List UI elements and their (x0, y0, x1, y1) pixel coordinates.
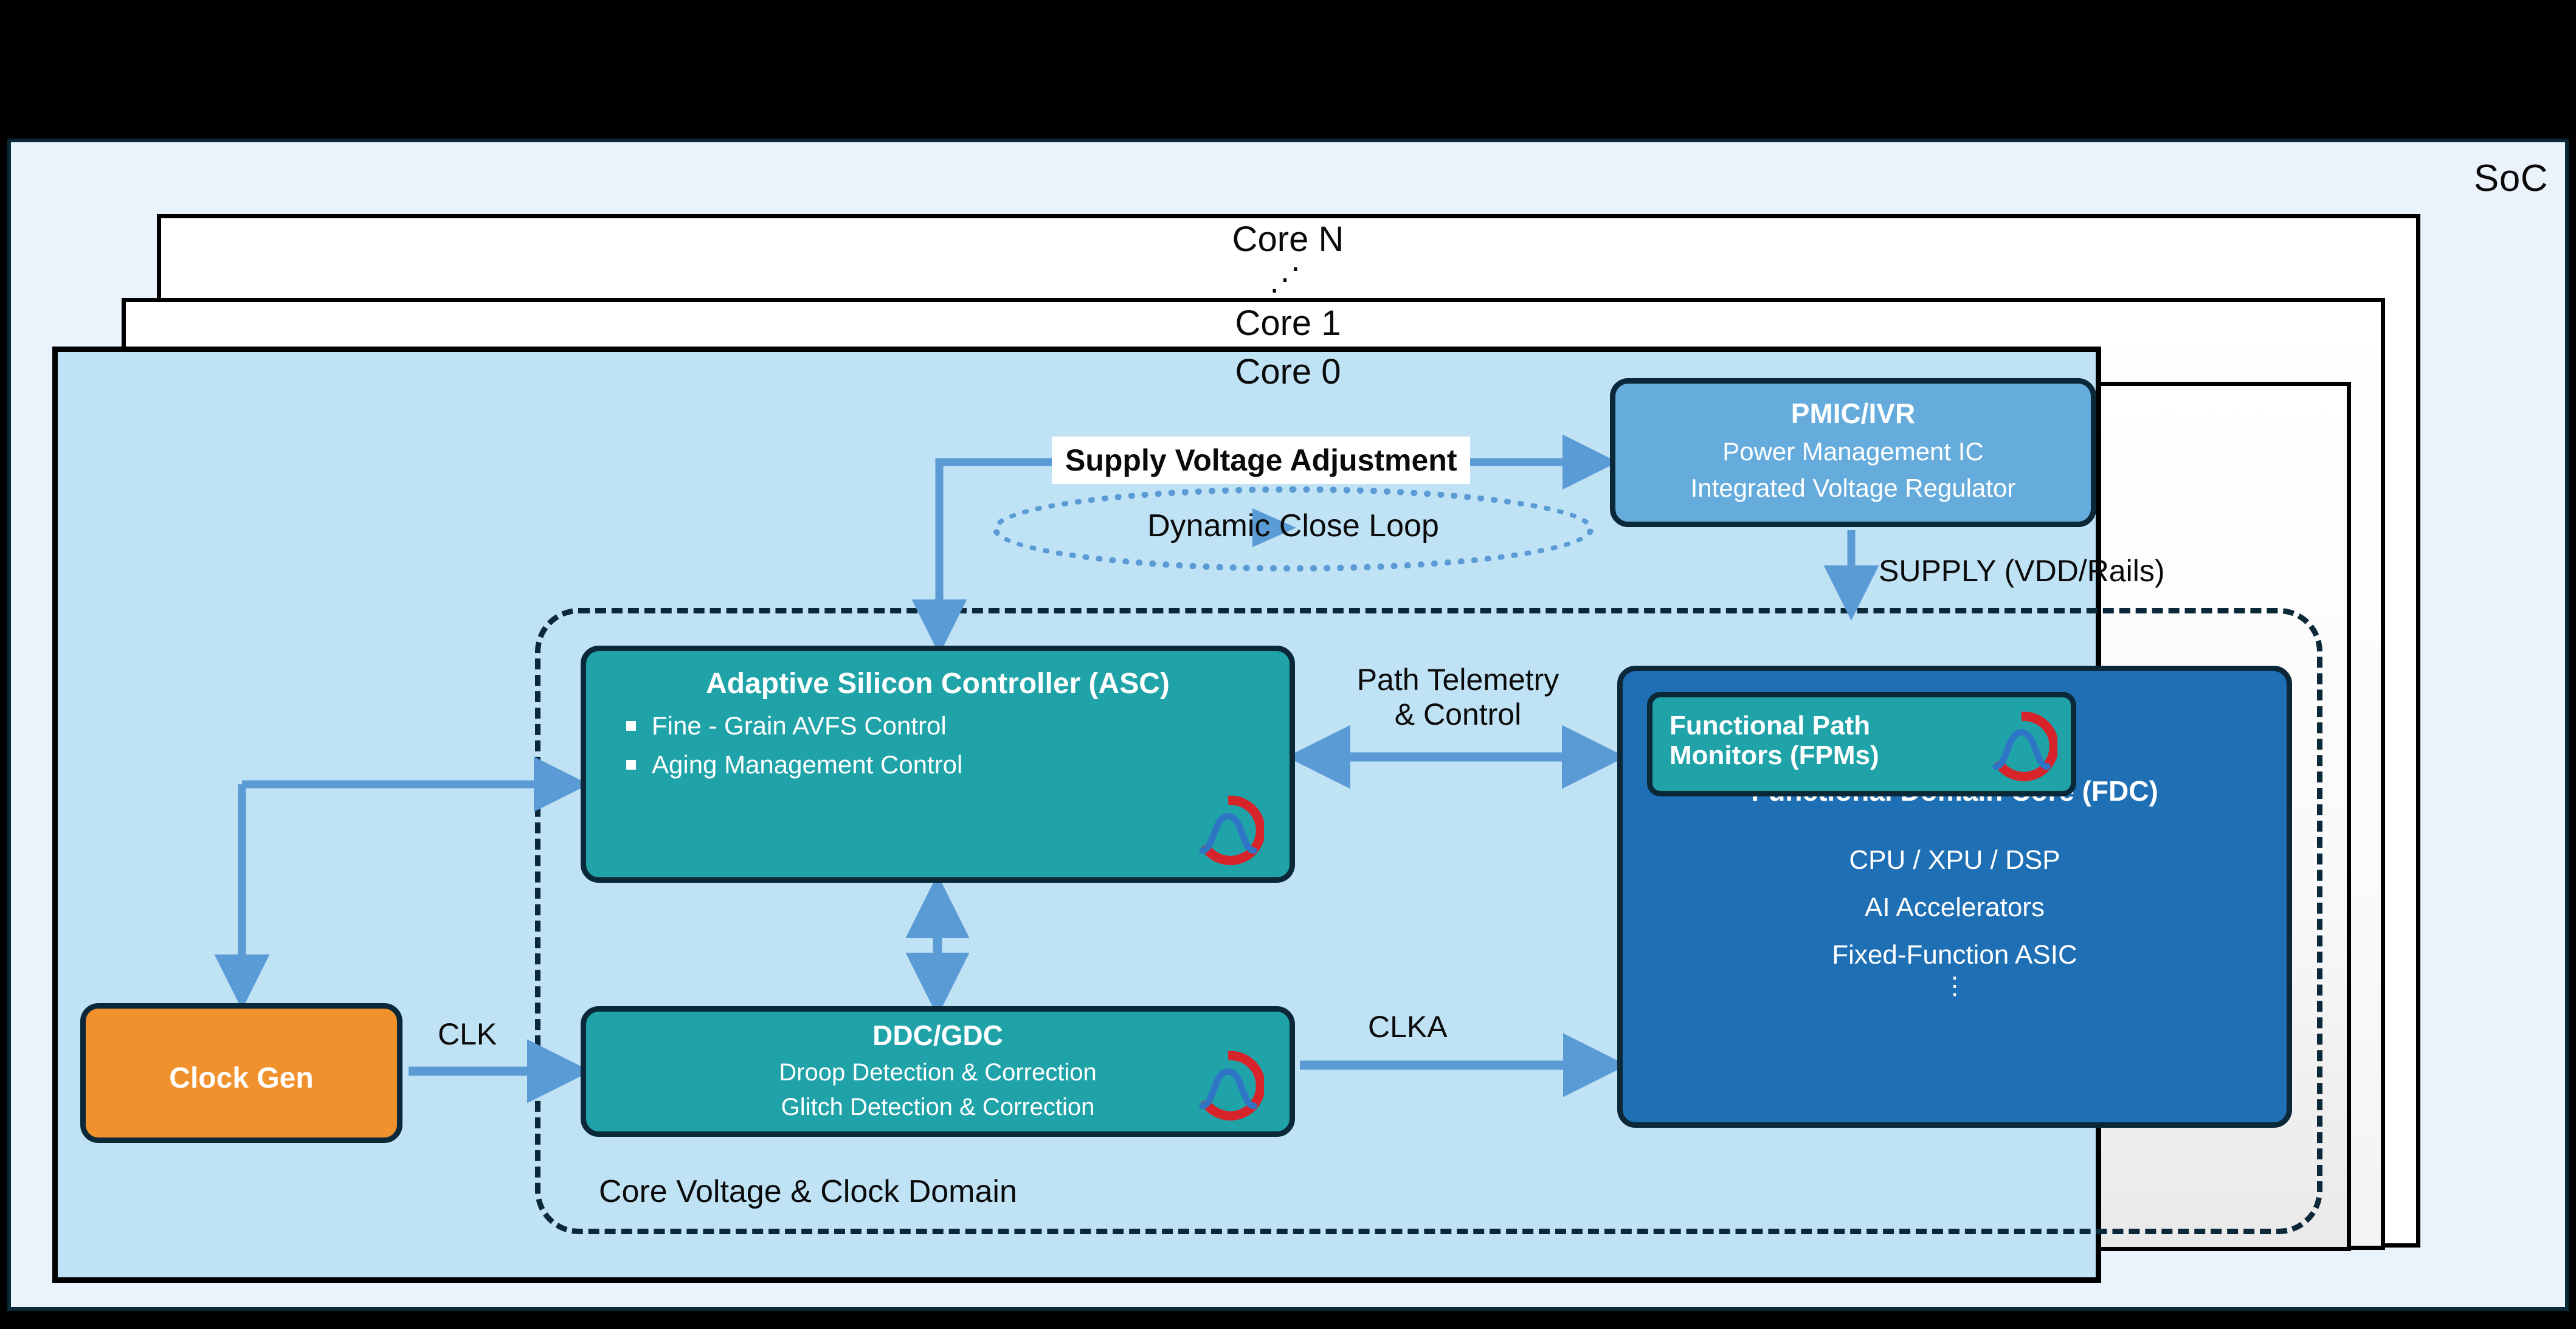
company-logo-icon (1199, 1051, 1264, 1121)
clock-gen-block[interactable]: Clock Gen (80, 1003, 402, 1143)
soc-label: SoC (2473, 157, 2548, 199)
pmic-title: PMIC/IVR (1790, 398, 1916, 429)
asc-title: Adaptive Silicon Controller (ASC) (706, 668, 1170, 700)
core-0-label: Core 0 (1235, 352, 1341, 392)
fdc-item: Fixed-Function ASIC (1832, 940, 2077, 970)
fpm-line-2: Monitors (FPMs) (1670, 740, 1879, 771)
asc-bullet-item: Aging Management Control (621, 750, 1290, 779)
clk-label: CLK (438, 1017, 497, 1051)
asc-bullet-list: Fine - Grain AVFS Control Aging Manageme… (586, 711, 1290, 779)
fdc-item: AI Accelerators (1865, 892, 2045, 922)
pmic-ivr-block[interactable]: PMIC/IVR Power Management IC Integrated … (1610, 378, 2096, 527)
ddc-line-1: Droop Detection & Correction (779, 1059, 1097, 1086)
ddc-gdc-block[interactable]: DDC/GDC Droop Detection & Correction Gli… (581, 1006, 1295, 1137)
supply-vdd-rails-label: SUPPLY (VDD/Rails) (1879, 554, 2165, 588)
path-telemetry-line2: & Control (1394, 697, 1522, 731)
path-telemetry-line1: Path Telemetry (1356, 663, 1559, 697)
core-1-label: Core 1 (1235, 303, 1341, 343)
dynamic-close-loop-ellipse (992, 486, 1594, 571)
pmic-line-2: Integrated Voltage Regulator (1690, 474, 2016, 502)
functional-domain-core-block[interactable]: Functional Path Monitors (FPMs) Function… (1617, 666, 2292, 1128)
pmic-line-1: Power Management IC (1722, 437, 1984, 466)
fdc-vertical-ellipsis: ⋮ (1942, 973, 1967, 999)
fpm-line-1: Functional Path (1670, 711, 1870, 740)
core-voltage-clock-domain-label: Core Voltage & Clock Domain (599, 1174, 1017, 1209)
fdc-item: CPU / XPU / DSP (1849, 845, 2060, 875)
functional-path-monitors-block[interactable]: Functional Path Monitors (FPMs) (1647, 692, 2076, 796)
core-ellipsis: ⋰ (1269, 262, 1307, 297)
asc-bullet-item: Fine - Grain AVFS Control (621, 711, 1290, 740)
adaptive-silicon-controller-block[interactable]: Adaptive Silicon Controller (ASC) Fine -… (581, 646, 1295, 883)
dynamic-close-loop-label: Dynamic Close Loop (1147, 508, 1439, 544)
ddc-title: DDC/GDC (872, 1020, 1003, 1051)
company-logo-icon (1992, 711, 2057, 782)
clka-label: CLKA (1368, 1010, 1448, 1044)
clock-gen-title: Clock Gen (169, 1062, 314, 1094)
ddc-line-2: Glitch Detection & Correction (781, 1094, 1095, 1120)
supply-voltage-adjustment-label: Supply Voltage Adjustment (1052, 437, 1471, 484)
path-telemetry-label: Path Telemetry & Control (1324, 663, 1592, 732)
company-logo-icon (1199, 795, 1264, 866)
core-n-label: Core N (1232, 219, 1344, 259)
